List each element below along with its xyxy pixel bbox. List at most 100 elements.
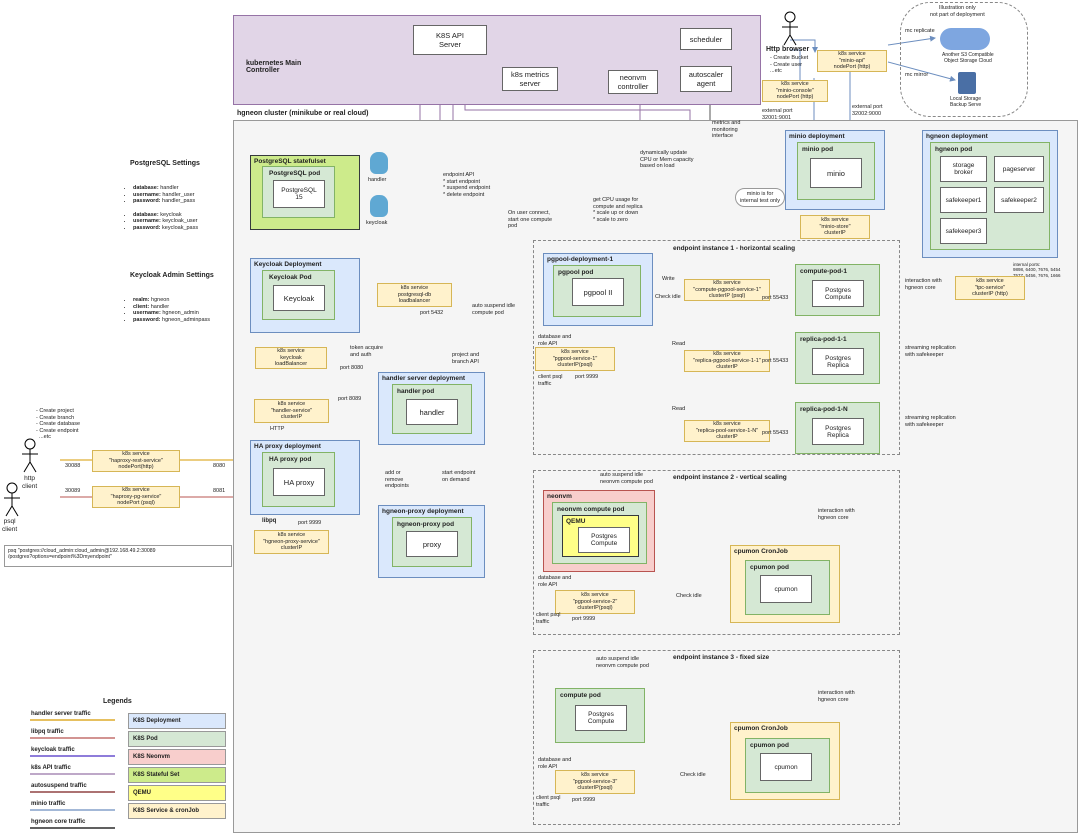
legend-line-label: minio traffic xyxy=(31,801,66,807)
handler-service[interactable]: k8s service "handler-service" clusterIP xyxy=(254,399,329,423)
endpoint1-title: endpoint instance 1 - horizontal scaling xyxy=(673,245,796,252)
postgresql-db-service[interactable]: k8s service postgresql-db loadbalancer xyxy=(377,283,452,307)
proxy-pod: hgneon-proxy pod xyxy=(392,517,472,567)
local-storage-label: Local Storage Backup Serve xyxy=(950,96,982,108)
client-psql-label-1: client psql traffic xyxy=(538,374,563,387)
endpoint3-title: endpoint instance 3 - fixed size xyxy=(673,654,770,661)
storage-server-icon xyxy=(958,72,976,94)
compute-pgpool-service-1[interactable]: k8s service "compute-pgpool-service-1" c… xyxy=(684,279,770,301)
minio[interactable]: minio xyxy=(810,158,862,188)
client-psql-label-2: client psql traffic xyxy=(536,612,561,625)
compute-pod-3: compute pod xyxy=(555,688,645,743)
settings-item: username: keycloak_user xyxy=(133,218,198,225)
port-8089: port 8089 xyxy=(338,396,362,402)
legend-swatch: QEMU xyxy=(128,785,226,801)
replica-pool-service-1-N[interactable]: k8s service "replica-pool-service-1-N" c… xyxy=(684,420,770,442)
postgres-settings-title: PostgreSQL Settings xyxy=(130,160,200,167)
proxy[interactable]: proxy xyxy=(406,531,458,557)
postgres-compute-3[interactable]: Postgres Compute xyxy=(575,705,627,731)
legend-swatch: K8S Stateful Set xyxy=(128,767,226,783)
keycloak-admin-list: realm: hgneonclient: handlerusername: hg… xyxy=(125,284,210,330)
external-port-1: external port 32001:9001 xyxy=(762,108,793,121)
http-label: HTTP xyxy=(270,426,285,432)
port-8080: port 8080 xyxy=(340,365,364,371)
haproxy-rest-service[interactable]: k8s service "haproxy-rest-service" nodeP… xyxy=(92,450,180,472)
port-9999-ep1: port 9999 xyxy=(575,374,599,380)
minio-console-service[interactable]: k8s service "minio-console" nodePort (ht… xyxy=(762,80,828,102)
k8s-metrics-server[interactable]: k8s metrics server xyxy=(502,67,558,91)
cpumon-2[interactable]: cpumon xyxy=(760,575,812,603)
port-8080b: 8080 xyxy=(213,463,226,469)
token-acquire-label: token acquire and auth xyxy=(350,345,384,358)
proxy-pod-title: hgneon-proxy pod xyxy=(397,521,455,528)
minio-store-service[interactable]: k8s service "minio-store" clusterIP xyxy=(800,215,870,239)
postgres-compute-1[interactable]: Postgres Compute xyxy=(812,280,864,307)
compute-pod-3-title: compute pod xyxy=(560,692,601,699)
port-9999-ep3: port 9999 xyxy=(572,797,596,803)
auto-suspend-1-label: auto suspend idle compute pod xyxy=(472,303,516,316)
ha-proxy-pod-title: HA proxy pod xyxy=(269,456,312,463)
keycloak-pod-title: Keycloak Pod xyxy=(269,274,312,281)
psql-command: psq "postgres://cloud_admin:cloud_admin@… xyxy=(4,545,232,567)
pageserver[interactable]: pageserver xyxy=(994,156,1044,182)
safekeeper3[interactable]: safekeeper3 xyxy=(940,218,987,244)
handler-db-icon xyxy=(370,152,388,174)
storage-broker[interactable]: storage broker xyxy=(940,156,987,182)
port-5432: port 5432 xyxy=(420,310,444,316)
handler-db-label: handler xyxy=(368,177,387,183)
tpc-service[interactable]: k8s service "tpc-service" clusterIP (htt… xyxy=(955,276,1025,300)
cpumon-pod-2-title: cpumon pod xyxy=(750,564,789,571)
cpumon-cronjob-3-title: cpumon CronJob xyxy=(734,725,788,732)
legend-line-label: handler server traffic xyxy=(31,711,91,717)
pgpool-service-3[interactable]: k8s service "pgpool-service-3" clusterIP… xyxy=(555,770,635,794)
scheduler[interactable]: scheduler xyxy=(680,28,732,50)
streaming-2-label: streaming replication with safekeeper xyxy=(905,415,956,428)
db-role-label-2: database and role API xyxy=(538,575,572,588)
postgresql-15[interactable]: PostgreSQL 15 xyxy=(273,180,325,208)
minio-api-service[interactable]: k8s service "minio-api" nodePort (http) xyxy=(817,50,887,72)
keycloak-service[interactable]: k8s service keycloak loadBalancer xyxy=(255,347,327,369)
statefulset-title: PostgreSQL statefulset xyxy=(254,158,326,165)
postgres-replica-1[interactable]: Postgres Replica xyxy=(812,348,864,375)
cpumon-3[interactable]: cpumon xyxy=(760,753,812,781)
replica-pgpool-service-1-1[interactable]: k8s service "replica-pgpool-service-1-1"… xyxy=(684,350,770,372)
pgpool-service-1[interactable]: k8s service "pgpool-service-1" clusterIP… xyxy=(535,347,615,371)
http-browser-figure xyxy=(782,11,798,46)
interaction-core-3-label: interaction with hgneon core xyxy=(818,690,855,703)
http-client-figure xyxy=(22,438,38,473)
postgres-compute-2[interactable]: Postgres Compute xyxy=(578,527,630,553)
neonvm-title: neonvm xyxy=(547,493,572,500)
cloud-icon xyxy=(940,28,990,50)
interaction-core-1-label: interaction with hgneon core xyxy=(905,278,942,291)
check-idle-label-2: Check idle xyxy=(676,593,702,599)
safekeeper1[interactable]: safekeeper1 xyxy=(940,187,987,213)
legend-line-label: autosuspend traffic xyxy=(31,783,87,789)
hgneon-pod-title: hgneon pod xyxy=(935,146,973,153)
keycloak[interactable]: Keycloak xyxy=(273,285,325,311)
keycloak-db-icon xyxy=(370,195,388,217)
s3-cloud-label: Another S3 Compatible Object Storage Clo… xyxy=(942,52,994,64)
autoscaler-agent[interactable]: autoscaler agent xyxy=(680,66,732,92)
handler[interactable]: handler xyxy=(406,399,458,425)
cluster-title: hgneon cluster (minikube or real cloud) xyxy=(237,110,369,117)
pgpool-service-2[interactable]: k8s service "pgpool-service-2" clusterIP… xyxy=(555,590,635,614)
k8s-api-server[interactable]: K8S API Server xyxy=(413,25,487,55)
main-controller-title: kubernetes Main Controller xyxy=(246,60,302,74)
proxy-service[interactable]: k8s service "hgneon-proxy-service" clust… xyxy=(254,530,329,554)
pgpool-ii[interactable]: pgpool II xyxy=(572,278,624,306)
haproxy-pg-service[interactable]: k8s service "haproxy-pg-service" nodePor… xyxy=(92,486,180,508)
legends-title: Legends xyxy=(103,698,132,705)
ha-proxy[interactable]: HA proxy xyxy=(273,468,325,496)
mc-mirror-label: mc mirror xyxy=(905,72,929,78)
endpoint2-title: endpoint instance 2 - vertical scaling xyxy=(673,474,787,481)
postgres-settings-list: database: handlerusername: handler_userp… xyxy=(125,172,198,238)
legend-line-label: keycloak traffic xyxy=(31,747,75,753)
neonvm-controller[interactable]: neonvm controller xyxy=(608,70,658,94)
keycloak-db-label: keycloak xyxy=(366,220,388,226)
external-port-2: external port 32002:9000 xyxy=(852,104,883,117)
postgres-replica-N[interactable]: Postgres Replica xyxy=(812,418,864,445)
settings-item: password: handler_pass xyxy=(133,198,198,205)
safekeeper2[interactable]: safekeeper2 xyxy=(994,187,1044,213)
ha-proxy-deployment-title: HA proxy deployment xyxy=(254,443,321,450)
start-demand-label: start endpoint on demand xyxy=(442,470,476,483)
